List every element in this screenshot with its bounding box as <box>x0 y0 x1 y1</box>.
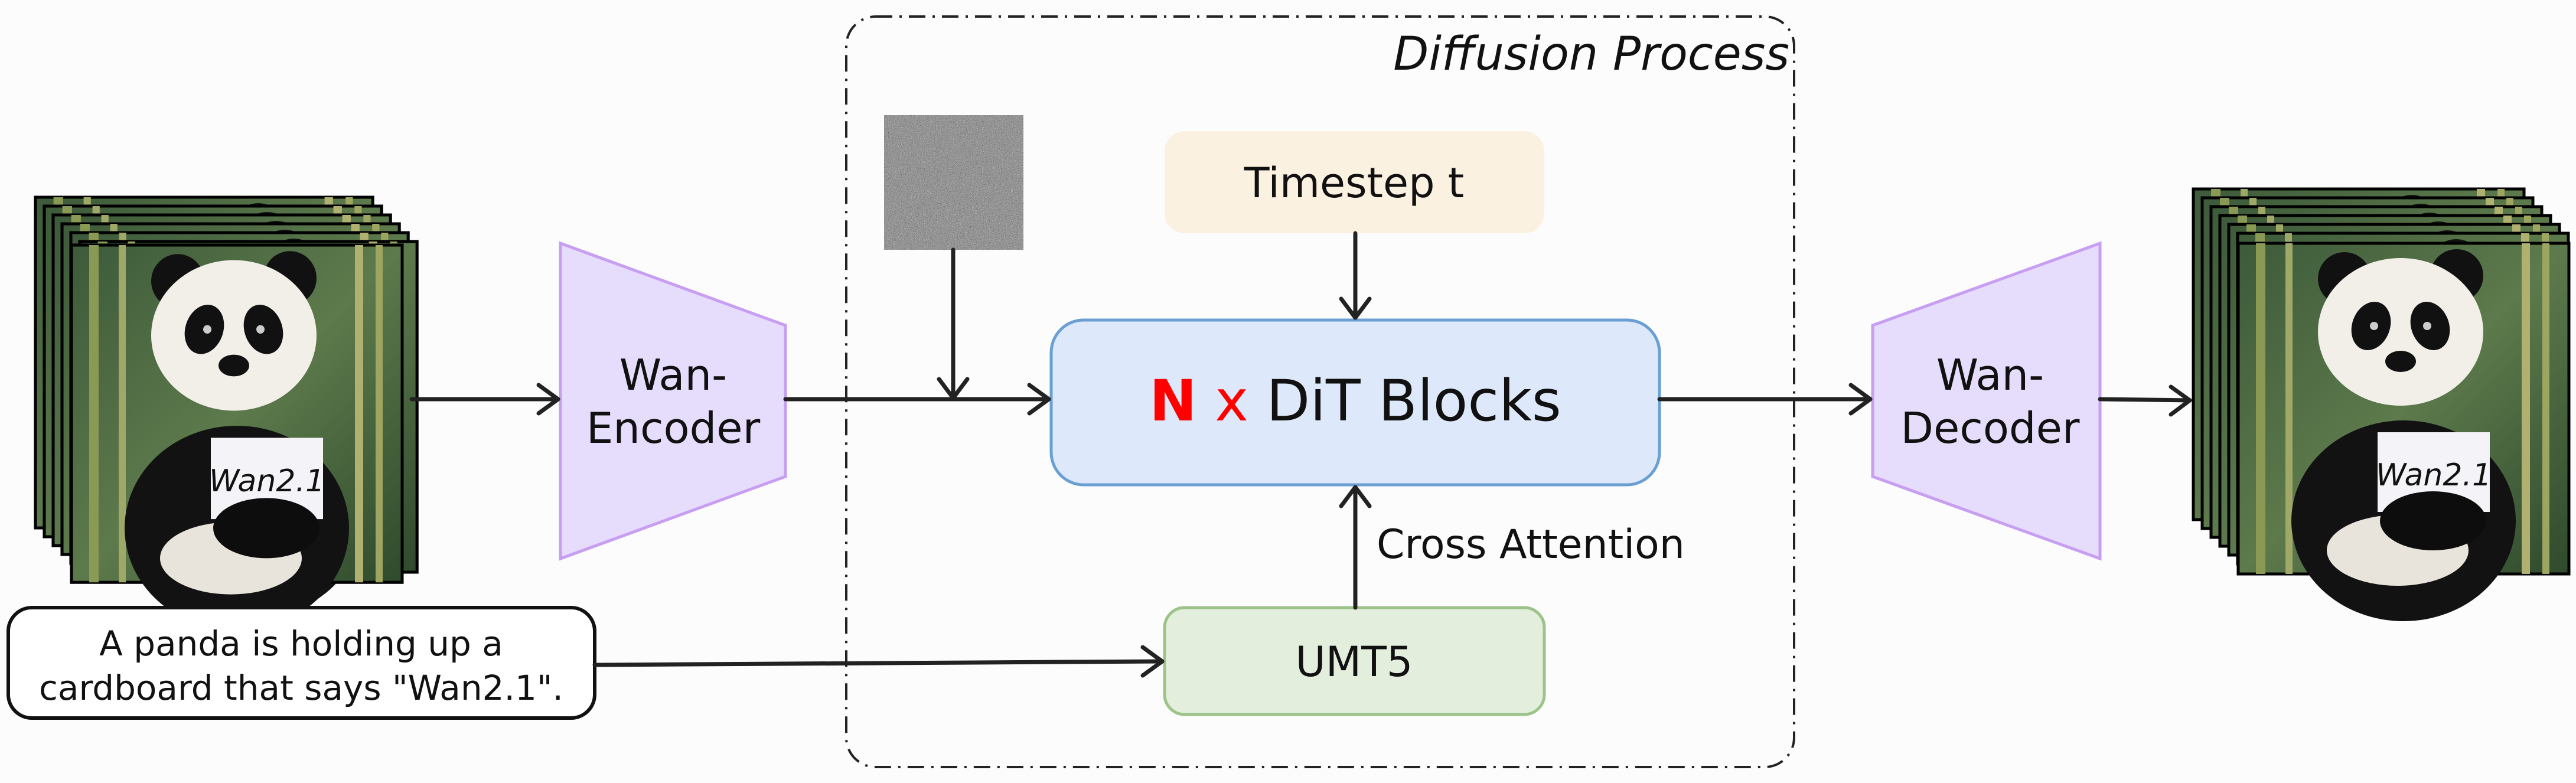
diffusion-process-label: Diffusion Process <box>1393 28 1789 81</box>
decoder-label-line1: Wan- <box>1936 350 2044 400</box>
dit-n-label: N <box>1149 368 1196 434</box>
dit-blocks-box: N x DiT Blocks <box>1049 318 1661 487</box>
noise-latent <box>884 115 1023 250</box>
timestep-box: Timestep t <box>1165 131 1544 233</box>
output-sign-text: Wan2.1 <box>2376 458 2492 493</box>
prompt-line2: cardboard that says "Wan2.1". <box>39 668 563 708</box>
cross-attention-label: Cross Attention <box>1377 521 1685 568</box>
arrow-noise-to-merge <box>937 247 970 400</box>
decoder-label-line2: Decoder <box>1901 403 2080 453</box>
prompt-line1: A panda is holding up a <box>99 624 503 664</box>
wan-decoder: Wan- Decoder <box>1871 241 2102 561</box>
umt5-box: UMT5 <box>1163 606 1546 716</box>
encoder-label-line2: Encoder <box>586 403 761 453</box>
umt5-label: UMT5 <box>1296 638 1413 686</box>
arrow-encoder-to-dit <box>783 383 1051 416</box>
timestep-label: Timestep t <box>1244 159 1464 207</box>
wan-encoder: Wan- Encoder <box>559 241 787 561</box>
arrow-decoder-to-output <box>2098 384 2192 417</box>
arrow-dit-to-decoder <box>1657 383 1873 416</box>
encoder-label-line1: Wan- <box>619 350 727 400</box>
dit-x-label: x <box>1215 368 1248 434</box>
arrow-timestep-to-dit <box>1339 231 1372 320</box>
output-video-frames: Wan2.1 <box>2193 189 2569 621</box>
text-prompt-box: A panda is holding up a cardboard that s… <box>6 606 596 720</box>
diffusion-process-container <box>845 15 1795 768</box>
input-sign-text: Wan2.1 <box>209 464 325 499</box>
arrow-prompt-to-umt5 <box>592 645 1165 678</box>
svg-text:N x DiT Blocks: N x DiT Blocks <box>1149 368 1561 434</box>
arrow-umt5-to-dit <box>1339 485 1372 610</box>
input-video-frames: Wan2.1 <box>35 197 417 631</box>
arrow-input-to-encoder <box>409 383 560 416</box>
dit-blocks-label: DiT Blocks <box>1266 368 1561 434</box>
